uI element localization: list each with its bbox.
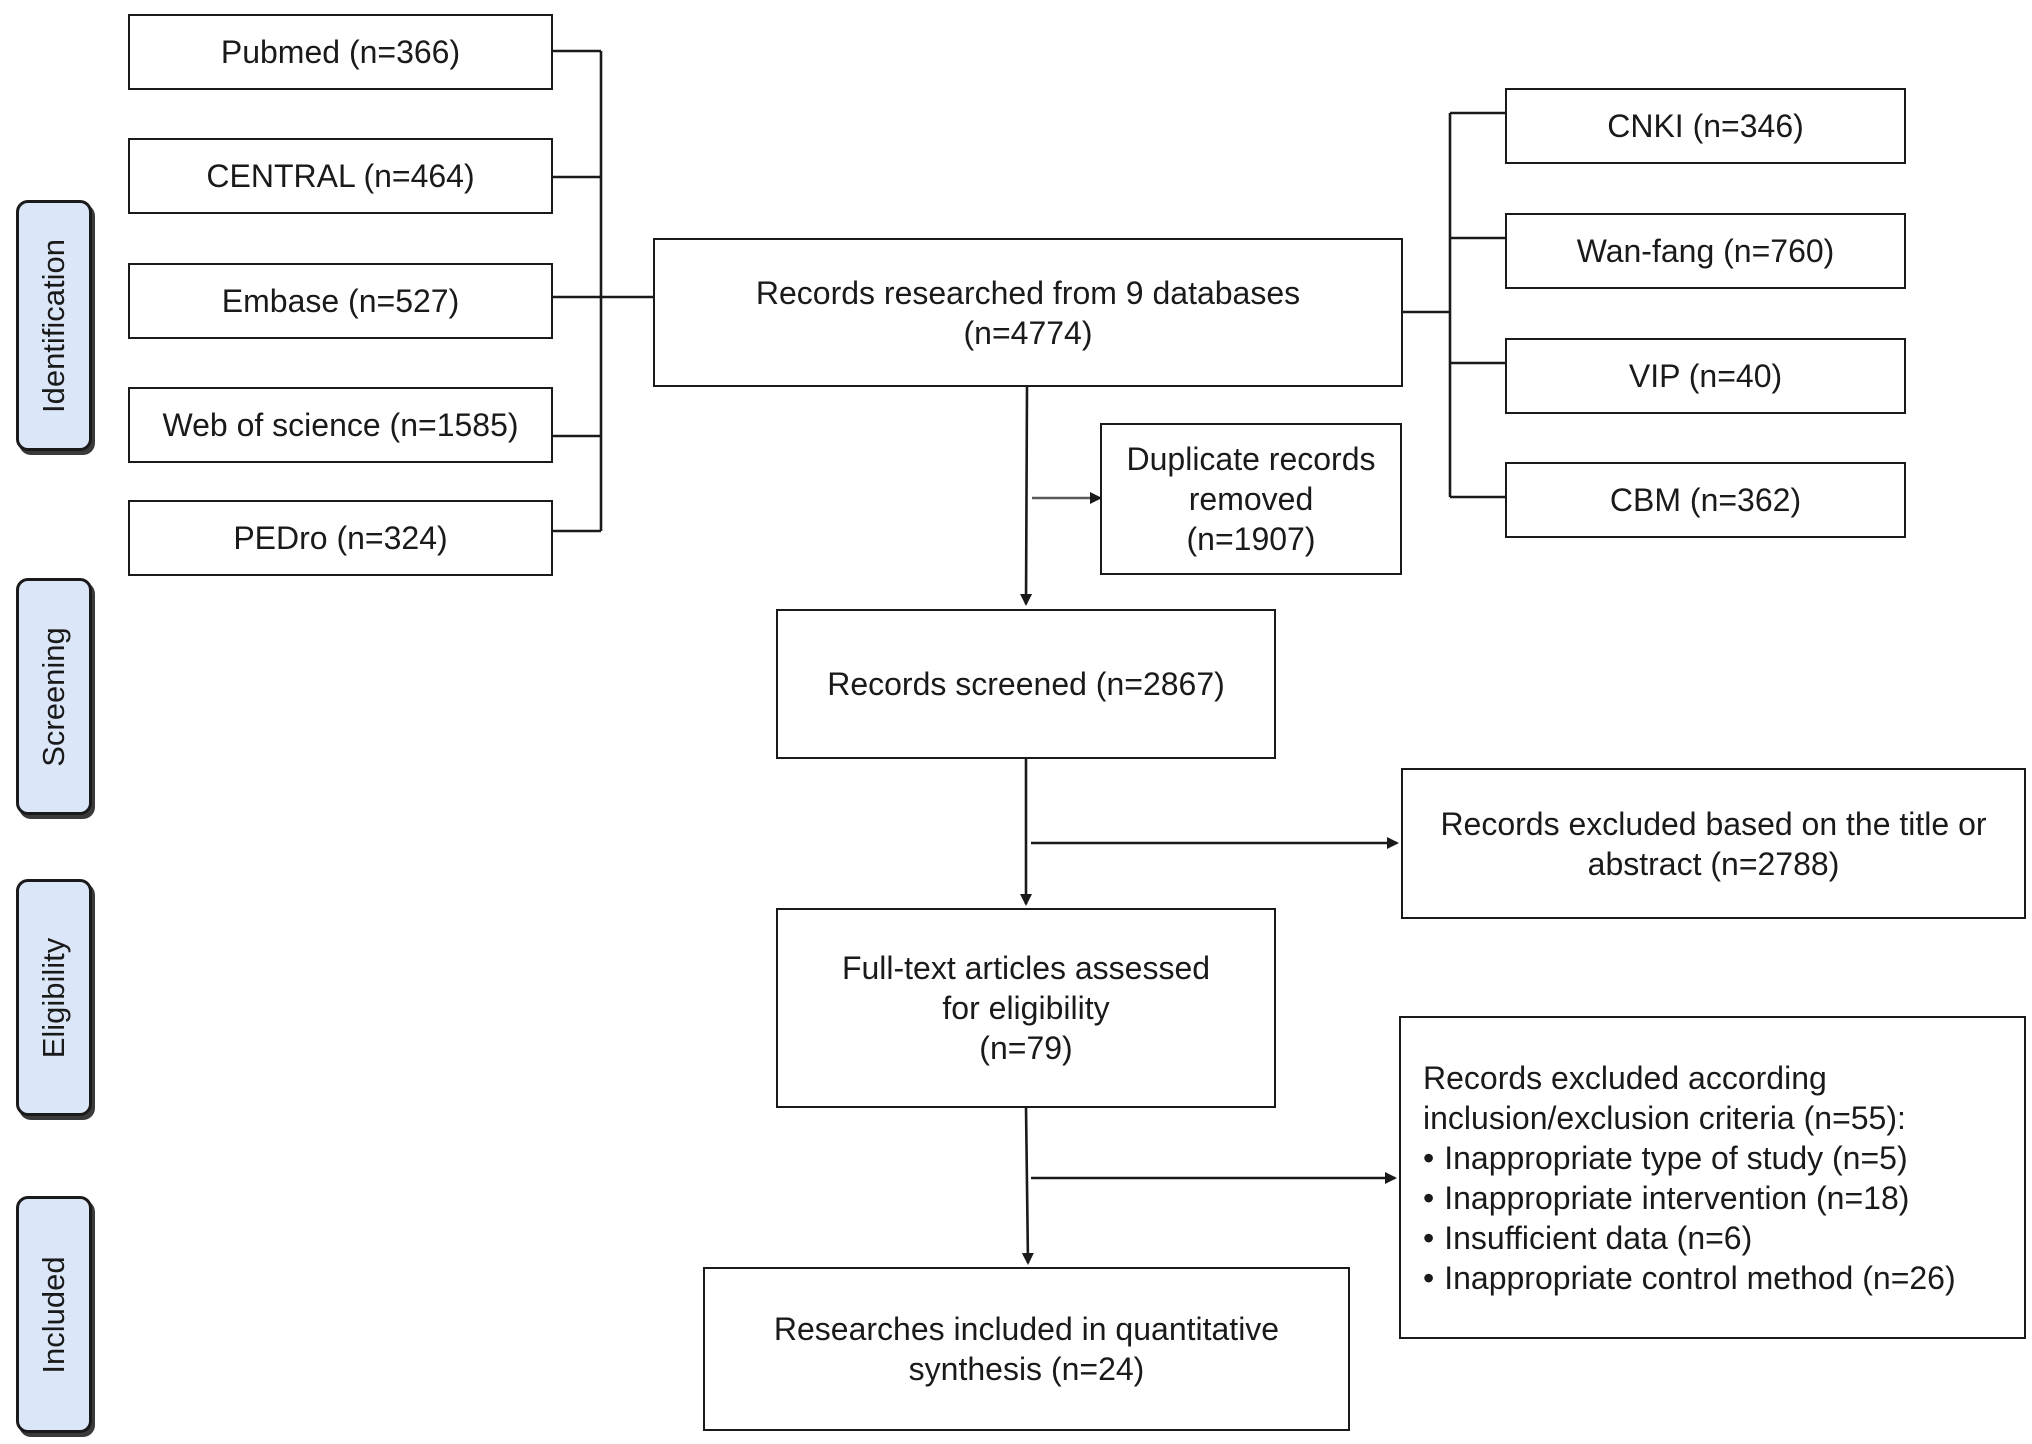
database-embase: Embase (n=527)	[128, 263, 553, 339]
exclusion-reason-control-method: Inappropriate control method (n=26)	[1423, 1258, 1955, 1298]
database-central-label: CENTRAL (n=464)	[206, 158, 475, 194]
database-cnki-label: CNKI (n=346)	[1607, 108, 1804, 144]
exclusion-reason-insufficient-data: Insufficient data (n=6)	[1423, 1218, 1956, 1258]
records-researched-line2: (n=4774)	[963, 314, 1093, 351]
records-researched-line1: Records researched from 9 databases	[755, 274, 1301, 311]
stage-screening: Screening	[16, 578, 92, 815]
stage-eligibility-label: Eligibility	[36, 937, 71, 1058]
database-central: CENTRAL (n=464)	[128, 138, 553, 214]
records-screened-line1: Records screened (n=2867)	[827, 666, 1225, 702]
database-web-of-science: Web of science (n=1585)	[128, 387, 553, 463]
stage-included: Included	[16, 1196, 92, 1433]
excluded-title-abstract-line2: abstract (n=2788)	[1587, 845, 1840, 882]
stage-eligibility: Eligibility	[16, 879, 92, 1116]
arrow-to-screened	[1020, 386, 1033, 606]
full-text-assessed-line1: Full-text articles assessed	[841, 950, 1211, 986]
database-pubmed-label: Pubmed (n=366)	[220, 34, 461, 70]
exclusion-reason-intervention: Inappropriate intervention (n=18)	[1423, 1178, 1956, 1218]
database-cbm-label: CBM (n=362)	[1609, 482, 1802, 518]
database-vip: VIP (n=40)	[1505, 338, 1906, 414]
exclusion-reasons-list: Inappropriate type of study (n=5) Inappr…	[1423, 1138, 1956, 1298]
database-wanfang-label: Wan-fang (n=760)	[1576, 233, 1835, 269]
included-synthesis-line2: synthesis (n=24)	[908, 1351, 1145, 1387]
records-screened-box: Records screened (n=2867)	[776, 609, 1276, 759]
duplicates-removed-box: Duplicate records removed (n=1907)	[1100, 423, 1402, 575]
database-pubmed: Pubmed (n=366)	[128, 14, 553, 90]
excluded-title-abstract-line1: Records excluded based on the title or	[1440, 805, 1987, 842]
database-pedro: PEDro (n=324)	[128, 500, 553, 576]
included-synthesis-line1: Researches included in quantitative	[773, 1311, 1280, 1347]
excluded-title-abstract-box: Records excluded based on the title or a…	[1401, 768, 2026, 919]
excluded-criteria-line1: Records excluded according	[1423, 1059, 1827, 1096]
stage-included-label: Included	[36, 1255, 71, 1374]
database-cbm: CBM (n=362)	[1505, 462, 1906, 538]
database-web-of-science-label: Web of science (n=1585)	[162, 407, 519, 443]
full-text-assessed-line2: for eligibility	[942, 990, 1110, 1026]
duplicates-removed-line2: removed	[1188, 481, 1314, 517]
full-text-assessed-line3: (n=79)	[979, 1030, 1073, 1066]
full-text-assessed-box: Full-text articles assessed for eligibil…	[776, 908, 1276, 1108]
included-synthesis-box: Researches included in quantitative synt…	[703, 1267, 1350, 1431]
stage-identification-label: Identification	[36, 238, 71, 413]
duplicates-removed-line3: (n=1907)	[1186, 521, 1316, 557]
database-embase-label: Embase (n=527)	[221, 283, 460, 319]
stage-identification: Identification	[16, 200, 92, 451]
database-cnki: CNKI (n=346)	[1505, 88, 1906, 164]
stage-screening-label: Screening	[36, 626, 71, 767]
duplicates-removed-line1: Duplicate records	[1126, 441, 1376, 477]
database-vip-label: VIP (n=40)	[1628, 358, 1783, 394]
arrow-to-included	[1021, 1106, 1034, 1265]
records-researched-box: Records researched from 9 databases (n=4…	[653, 238, 1403, 387]
database-wanfang: Wan-fang (n=760)	[1505, 213, 1906, 289]
database-pedro-label: PEDro (n=324)	[233, 520, 448, 556]
exclusion-reason-type-of-study: Inappropriate type of study (n=5)	[1423, 1138, 1956, 1178]
excluded-criteria-box: Records excluded according inclusion/exc…	[1399, 1016, 2026, 1339]
excluded-criteria-line2: inclusion/exclusion criteria (n=55):	[1423, 1099, 1906, 1136]
